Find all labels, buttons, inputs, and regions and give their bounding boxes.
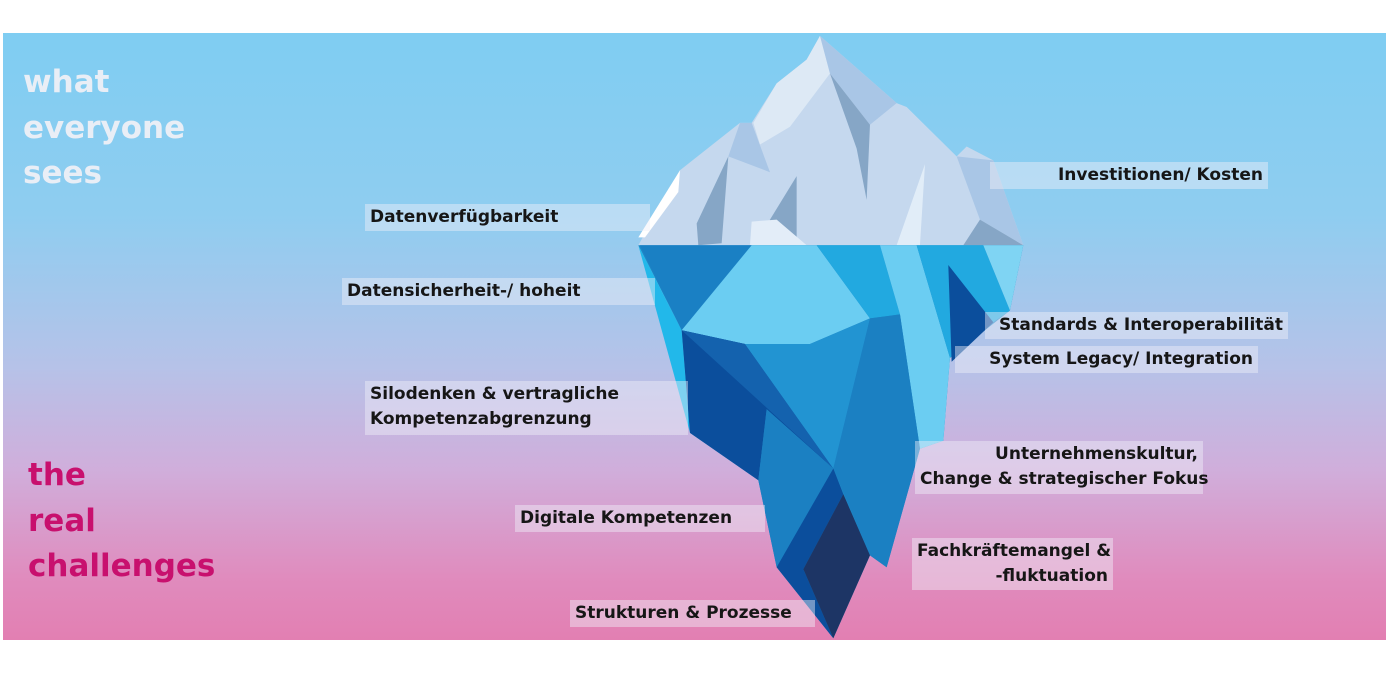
iceberg-facet bbox=[753, 35, 830, 145]
iceberg-facet bbox=[749, 219, 807, 246]
iceberg-facet bbox=[696, 156, 729, 246]
label-investitionen: Investitionen/ Kosten bbox=[990, 162, 1268, 189]
iceberg-facet bbox=[819, 35, 897, 125]
label-line: Unternehmenskultur, bbox=[995, 444, 1198, 464]
heading-line: real bbox=[28, 502, 96, 539]
iceberg-facet bbox=[728, 122, 770, 173]
iceberg-scene bbox=[3, 33, 1386, 640]
iceberg-facet bbox=[681, 330, 834, 481]
label-silodenken: Silodenken & vertragliche Kompetenzabgre… bbox=[365, 381, 688, 435]
heading-the-real-challenges: the real challenges bbox=[28, 453, 215, 590]
iceberg-facet bbox=[744, 318, 870, 469]
heading-line: the bbox=[28, 457, 86, 493]
iceberg-facet bbox=[776, 468, 844, 639]
heading-line: what bbox=[23, 64, 110, 100]
heading-what-everyone-sees: what everyone sees bbox=[23, 60, 185, 197]
iceberg-facet bbox=[758, 409, 834, 568]
label-standards: Standards & Interoperabilität bbox=[985, 312, 1288, 339]
label-datensicherheit: Datensicherheit-/ hoheit bbox=[342, 278, 655, 305]
iceberg-facet bbox=[956, 156, 1024, 246]
iceberg-facet bbox=[879, 245, 950, 449]
label-fachkraeftemangel: Fachkräftemangel & -fluktuation bbox=[912, 538, 1113, 590]
iceberg-facet bbox=[803, 494, 870, 639]
label-line: Silodenken & vertragliche bbox=[370, 384, 620, 404]
heading-line: challenges bbox=[28, 548, 216, 584]
iceberg-facet bbox=[681, 245, 870, 345]
iceberg-facet bbox=[833, 314, 920, 568]
heading-line: sees bbox=[23, 155, 102, 191]
iceberg-facet bbox=[983, 245, 1024, 311]
iceberg-facet bbox=[963, 219, 1024, 246]
iceberg-facet bbox=[639, 245, 752, 331]
iceberg-graphic bbox=[638, 35, 1024, 639]
iceberg-facet bbox=[816, 245, 900, 319]
label-datenverfuegbarkeit: Datenverfügbarkeit bbox=[365, 204, 650, 231]
label-legacy: System Legacy/ Integration bbox=[955, 346, 1258, 373]
label-line: Fachkräftemangel & bbox=[917, 541, 1112, 561]
label-strukturen: Strukturen & Prozesse bbox=[570, 600, 815, 627]
iceberg-facet bbox=[829, 73, 870, 200]
label-line: -fluktuation bbox=[995, 566, 1108, 586]
label-unternehmenskultur: Unternehmenskultur, Change & strategisch… bbox=[915, 441, 1209, 494]
heading-line: everyone bbox=[23, 109, 186, 146]
label-line: Kompetenzabgrenzung bbox=[370, 409, 592, 429]
label-line: Change & strategischer Fokus bbox=[920, 469, 1209, 489]
iceberg-tip bbox=[638, 35, 1024, 246]
iceberg-facet bbox=[948, 265, 994, 362]
label-digitale-kompetenzen: Digitale Kompetenzen bbox=[515, 505, 765, 532]
iceberg-facet bbox=[896, 164, 925, 246]
